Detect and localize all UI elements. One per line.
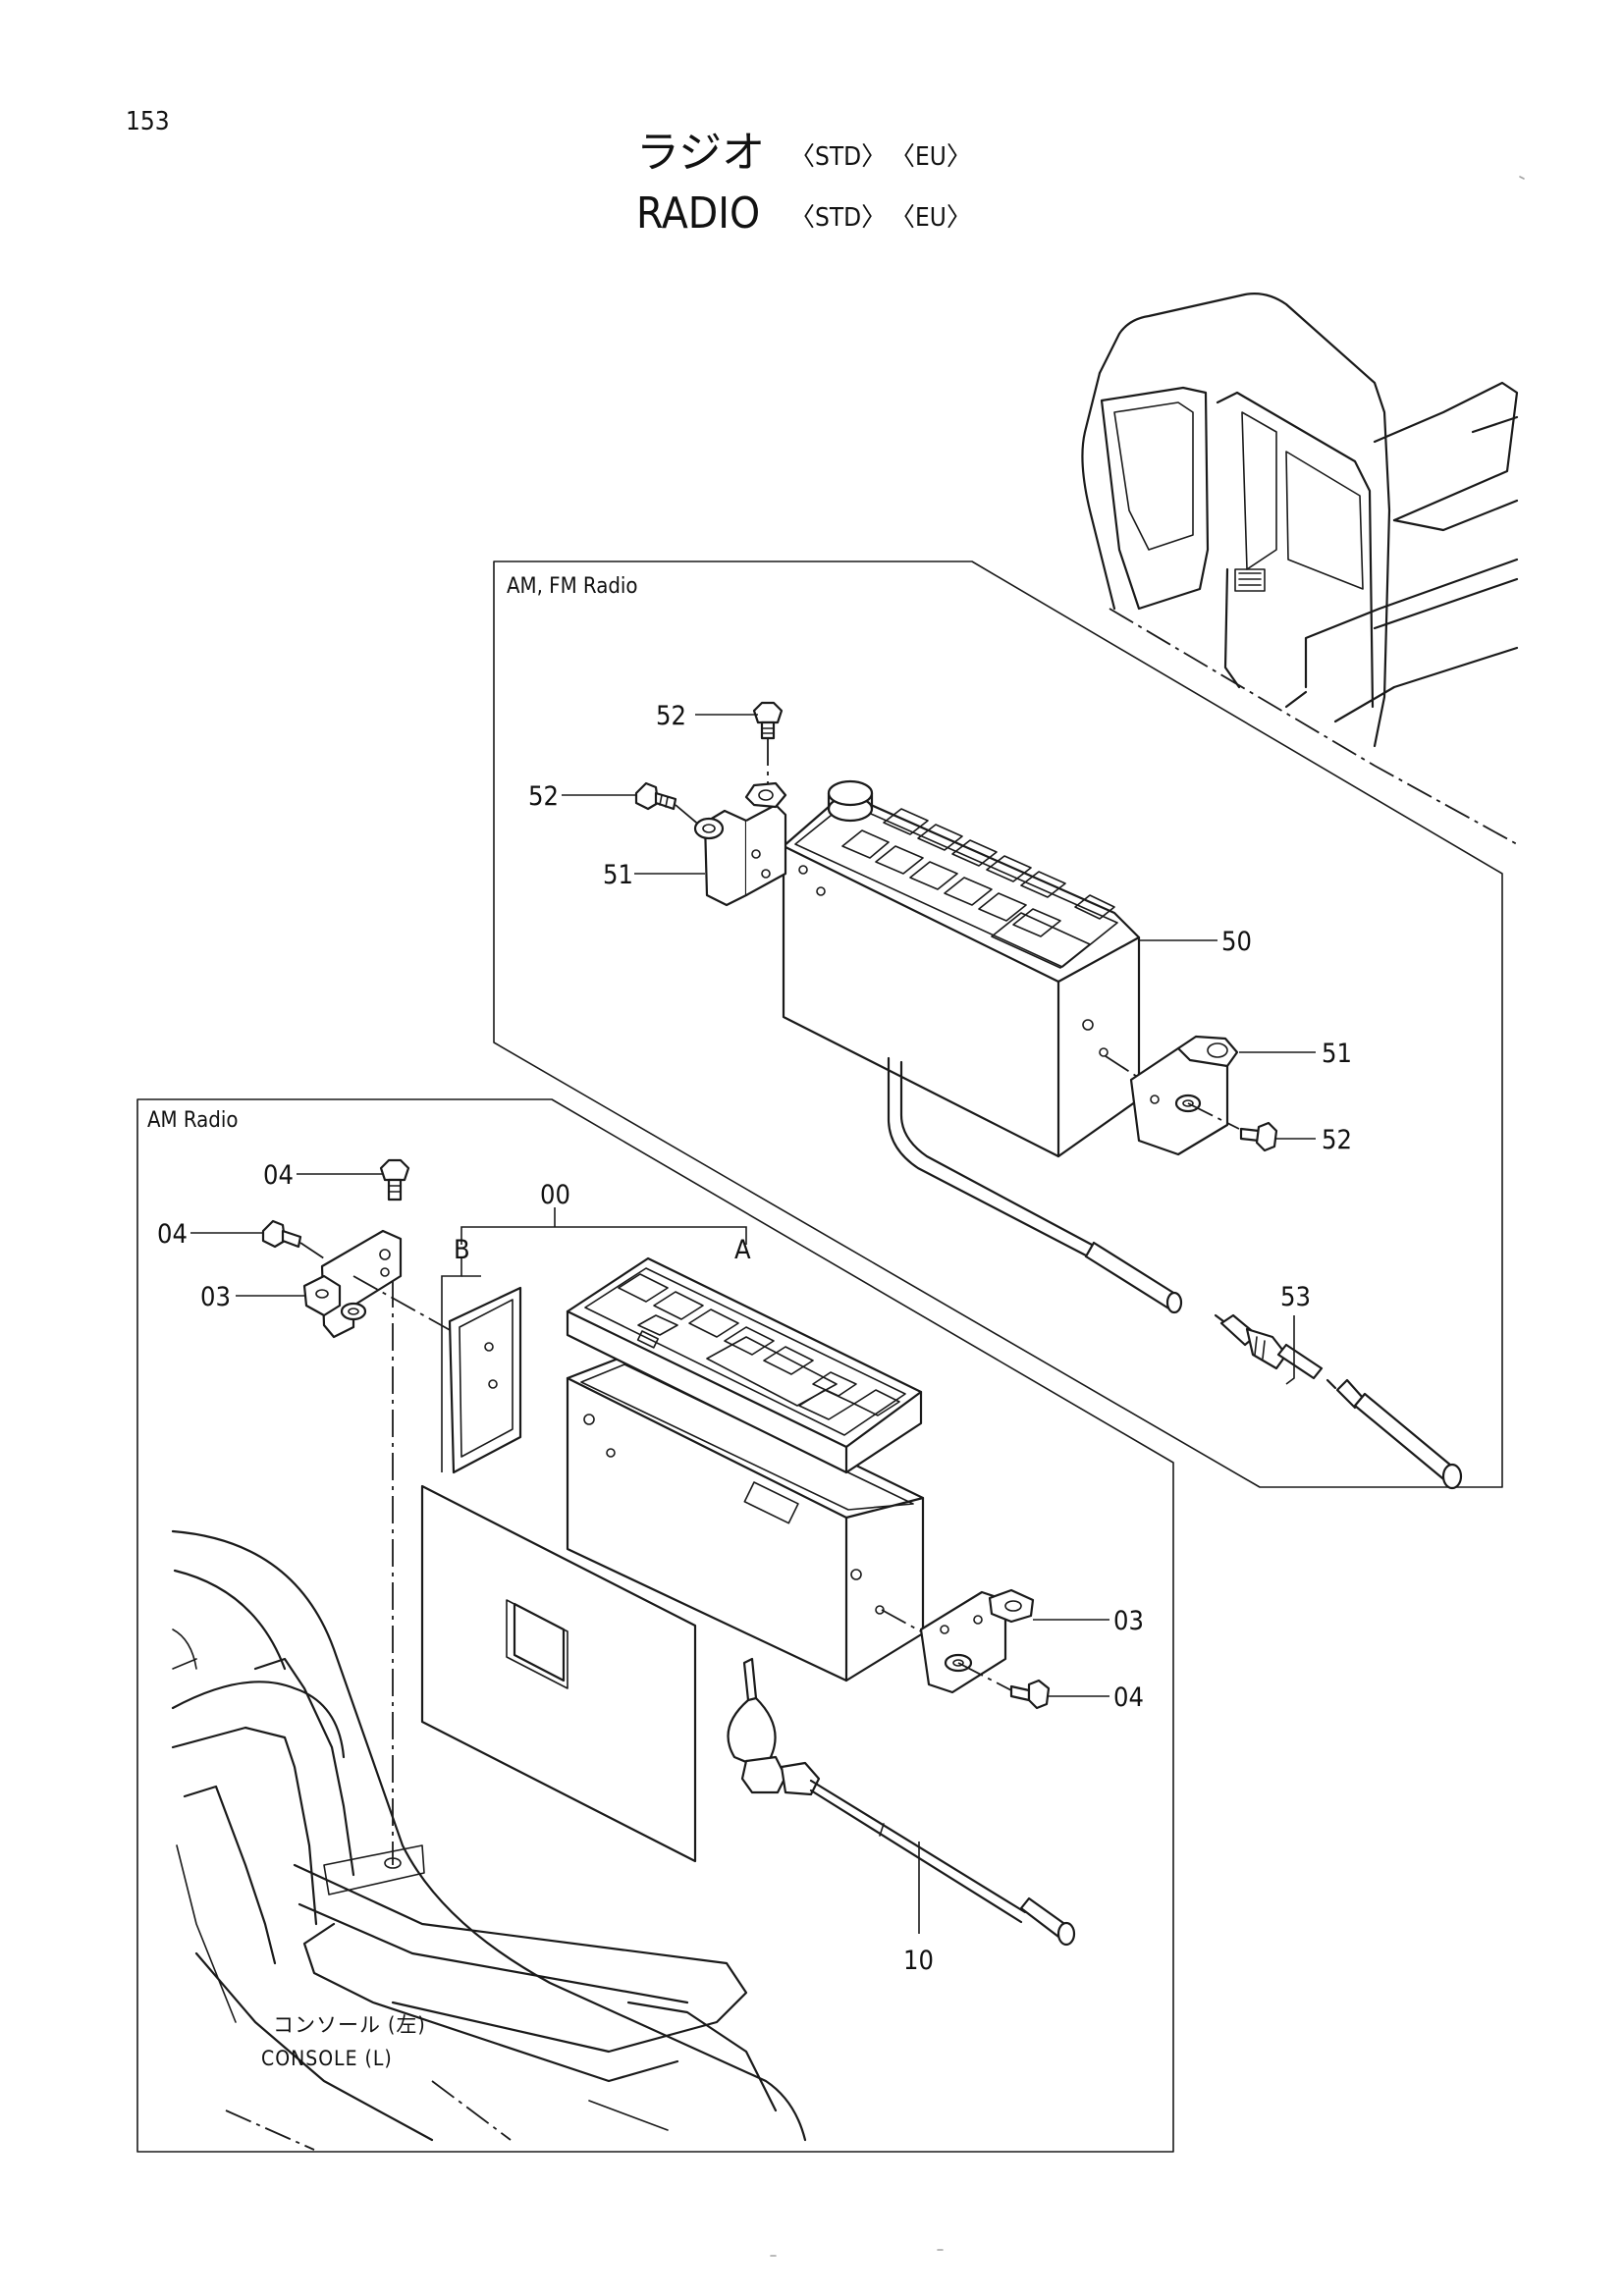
am-fm-radio-unit <box>782 779 1141 1158</box>
am-bracket-screw-right <box>1009 1679 1051 1710</box>
page-number: 153 <box>126 107 170 136</box>
title-en-std-tag: 〈STD〉 <box>789 203 887 233</box>
callout-03-left: 03 <box>200 1282 231 1312</box>
callout-51-left: 51 <box>603 860 633 890</box>
am-bracket-screw-top <box>379 1158 410 1201</box>
callout-04-top: 04 <box>263 1160 294 1191</box>
callout-00: 00 <box>540 1180 570 1210</box>
callout-52-left: 52 <box>528 781 559 812</box>
console-label-jp: コンソール (左) <box>273 2013 426 2037</box>
right-bracket-screw <box>1239 1121 1278 1152</box>
console-label-en: CONSOLE (L) <box>261 2047 393 2070</box>
callout-03-right: 03 <box>1113 1606 1144 1636</box>
leader-lines <box>190 714 1316 1934</box>
am-fm-antenna-cable <box>887 1056 1463 1490</box>
am-antenna-cable <box>727 1657 1076 1947</box>
cover-panel <box>420 1484 697 1863</box>
am-right-bracket <box>919 1588 1035 1694</box>
callout-04-right: 04 <box>1113 1682 1144 1713</box>
callout-52-right: 52 <box>1322 1125 1352 1155</box>
am-bracket-screw-left <box>261 1219 302 1249</box>
title-jp: ラジオ <box>636 128 765 178</box>
bracket-screw-left <box>634 781 677 811</box>
callout-53: 53 <box>1280 1282 1311 1312</box>
title-en-eu-tag: 〈EU〉 <box>890 203 972 233</box>
am-left-bracket <box>302 1229 403 1339</box>
excavator-cab-illustration <box>1081 293 1519 845</box>
bracket-screw-top <box>752 701 784 740</box>
callout-10: 10 <box>903 1946 934 1976</box>
bracket-label-b: B <box>454 1235 470 1265</box>
callout-50: 50 <box>1221 927 1252 957</box>
callout-51-right: 51 <box>1322 1039 1352 1069</box>
callout-52-top: 52 <box>656 701 686 731</box>
gasket-plate <box>448 1286 522 1474</box>
right-radio-bracket <box>1129 1035 1239 1156</box>
console-left-illustration <box>171 1529 807 2151</box>
title-jp-std-tag: 〈STD〉 <box>789 142 887 172</box>
am-radio-panel-label: AM Radio <box>147 1108 238 1133</box>
am-radio-panel-border <box>136 1098 1174 2153</box>
callout-04-left: 04 <box>157 1219 188 1250</box>
am-fm-radio-panel-label: AM, FM Radio <box>507 574 638 599</box>
assembly-bracket-line <box>460 1226 747 1245</box>
title-en: RADIO <box>636 188 760 239</box>
bracket-label-a: A <box>734 1235 751 1265</box>
left-radio-bracket <box>693 781 787 907</box>
title-jp-eu-tag: 〈EU〉 <box>890 142 972 172</box>
page-title: ラジオ 〈STD〉 〈EU〉 RADIO 〈STD〉 〈EU〉 <box>636 128 972 239</box>
radio-preset-buttons <box>841 808 1115 969</box>
callout-labels: 52 52 51 50 51 52 53 04 04 03 00 B A 03 … <box>157 701 1352 1976</box>
am-fm-radio-panel-border <box>493 561 1503 1488</box>
am-radio-faceplate <box>566 1256 923 1474</box>
